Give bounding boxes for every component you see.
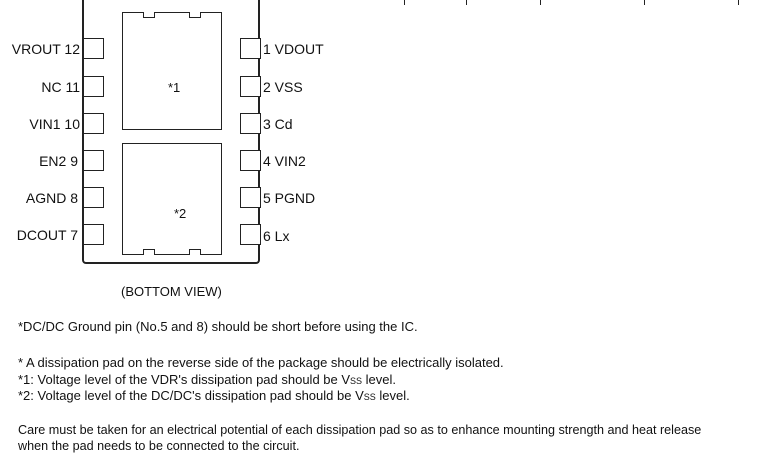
pin-1 — [240, 38, 261, 59]
pin-label-11: NC 11 — [41, 79, 80, 95]
dissipation-pad-2 — [122, 143, 222, 255]
view-label: (BOTTOM VIEW) — [121, 284, 222, 299]
top-edge-tick — [404, 0, 405, 5]
top-edge-tick — [738, 0, 739, 5]
pad-2-label: *2 — [174, 206, 187, 221]
ic-package-body: *1 *2 — [82, 0, 260, 264]
pad-notch — [143, 12, 155, 18]
pin-2 — [240, 76, 261, 97]
top-edge-tick — [466, 0, 467, 5]
pin-label-10: VIN1 10 — [29, 116, 80, 132]
pin-3 — [240, 113, 261, 134]
pin-10 — [83, 113, 104, 134]
dissipation-pad-1 — [122, 12, 222, 130]
pin-label-1: 1 VDOUT — [263, 41, 324, 57]
pad-notch — [189, 12, 201, 18]
pin-4 — [240, 150, 261, 171]
note-pad-2-subscript: SS — [363, 392, 376, 402]
pin-label-3: 3 Cd — [263, 116, 293, 132]
pad-notch — [189, 249, 201, 255]
pin-label-7: DCOUT 7 — [16, 227, 78, 243]
pin-label-5: 5 PGND — [263, 190, 316, 206]
note-pad-1-suffix: level. — [362, 372, 397, 387]
pin-5 — [240, 187, 261, 208]
note-pad-1: *1: Voltage level of the VDR's dissipati… — [18, 372, 396, 389]
top-edge-tick — [644, 0, 645, 5]
note-pad-1-text: *1: Voltage level of the VDR's dissipati… — [18, 372, 351, 387]
pad-1-label: *1 — [168, 80, 181, 95]
pin-label-9: EN2 9 — [39, 153, 78, 169]
top-edge-tick — [540, 0, 541, 5]
note-pad-1-subscript: SS — [350, 376, 363, 386]
note-pad-isolated: * A dissipation pad on the reverse side … — [18, 355, 504, 370]
pin-7 — [83, 224, 104, 245]
note-ground-pins: *DC/DC Ground pin (No.5 and 8) should be… — [18, 319, 418, 334]
pin-9 — [83, 150, 104, 171]
pin-label-8: AGND 8 — [25, 190, 78, 206]
pin-6 — [240, 224, 261, 245]
note-pad-2: *2: Voltage level of the DC/DC's dissipa… — [18, 388, 410, 405]
pin-label-2: 2 VSS — [263, 79, 303, 95]
pad-notch — [143, 249, 155, 255]
pin-label-12: VROUT 12 — [11, 41, 80, 57]
pin-label-6: 6 Lx — [263, 228, 290, 244]
pin-12 — [83, 38, 104, 59]
pin-label-4: 4 VIN2 — [263, 153, 306, 169]
note-care-line-2: when the pad needs to be connected to th… — [18, 439, 300, 453]
pin-8 — [83, 187, 104, 208]
note-pad-2-text: *2: Voltage level of the DC/DC's dissipa… — [18, 388, 364, 403]
pin-11 — [83, 76, 104, 97]
note-pad-2-suffix: level. — [375, 388, 410, 403]
note-care-line-1: Care must be taken for an electrical pot… — [18, 423, 702, 437]
